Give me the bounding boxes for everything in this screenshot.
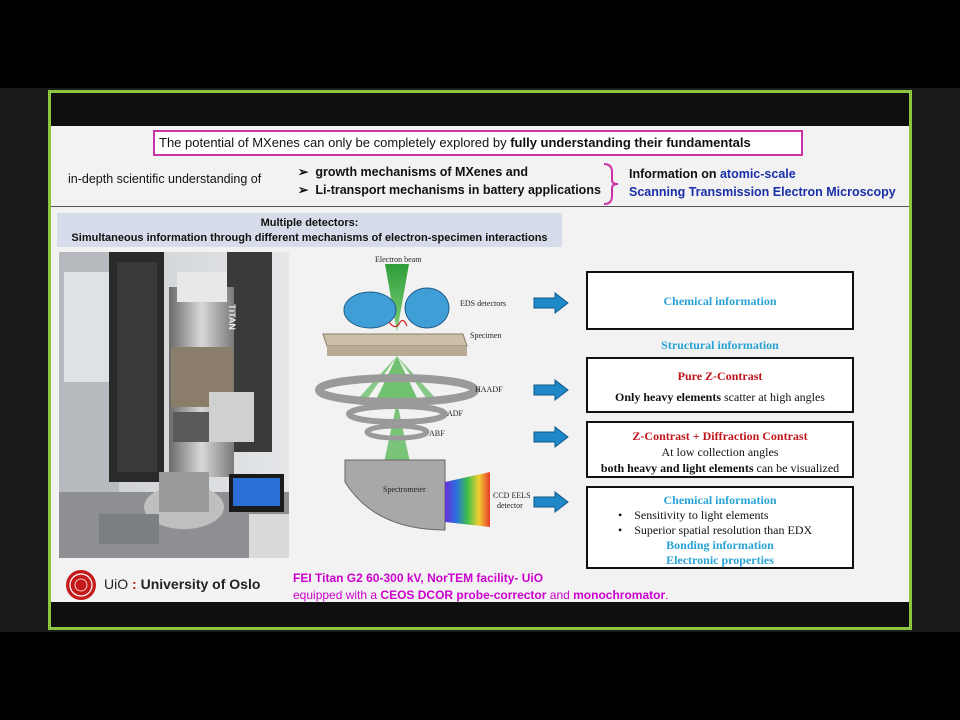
arrow-bullet-icon: ➢ xyxy=(298,183,316,197)
z-contrast-rest: scatter at high angles xyxy=(721,390,825,404)
structural-info-title: Structural information xyxy=(661,338,779,352)
spectrometer xyxy=(344,459,446,531)
arrow-right-icon xyxy=(533,292,569,314)
curly-brace-icon xyxy=(603,163,619,205)
eels-chem-title: Chemical information xyxy=(663,493,777,507)
detectors-title: Multiple detectors: xyxy=(260,217,359,229)
electron-beam xyxy=(385,264,409,332)
info-line: Information on atomic-scale xyxy=(629,167,796,181)
label-eds: EDS detectors xyxy=(460,299,506,308)
z-contrast-box: Pure Z-Contrast Only heavy elements scat… xyxy=(586,357,854,413)
label-spectrometer: Spectrometer xyxy=(383,485,426,494)
instrument-label: TITAN xyxy=(226,304,237,330)
facility-line: FEI Titan G2 60-300 kV, NorTEM facility-… xyxy=(293,571,544,585)
z-contrast-title: Pure Z-Contrast xyxy=(677,369,763,383)
microscope-photo: TITAN xyxy=(59,252,289,558)
z-contrast-bold: Only heavy elements xyxy=(615,390,722,404)
uio-short: UiO xyxy=(104,576,129,592)
chemical-info-title: Chemical information xyxy=(663,294,777,308)
headline-box: The potential of MXenes can only be comp… xyxy=(153,130,803,156)
eels-info-box: Chemical information • Sensitivity to li… xyxy=(586,486,854,569)
specimen xyxy=(322,333,468,347)
equip-part-4: monochromator xyxy=(573,588,666,602)
bullet-li: ➢ Li-transport mechanisms in battery app… xyxy=(298,182,601,197)
info-prefix: Information on xyxy=(629,167,720,181)
eels-item: • Superior spatial resolution than EDX xyxy=(588,523,852,538)
equipment-line: equipped with a CEOS DCOR probe-correcto… xyxy=(293,588,669,602)
eels-spectrum xyxy=(445,472,490,527)
label-ccd-1: CCD EELS xyxy=(493,491,531,500)
detectors-subtitle: Simultaneous information through differe… xyxy=(71,232,548,244)
bullet-growth-text: growth mechanisms of MXenes and xyxy=(315,165,528,179)
colon-mark: : xyxy=(128,576,141,592)
z-diffraction-title: Z-Contrast + Diffraction Contrast xyxy=(632,429,808,443)
section-divider xyxy=(51,206,909,207)
equip-part-5: . xyxy=(665,588,669,602)
eds-detector-left xyxy=(343,291,397,329)
z-diffraction-line1: At low collection angles xyxy=(661,445,779,459)
arrow-right-icon xyxy=(533,379,569,401)
equip-part-2: CEOS DCOR probe-corrector xyxy=(380,588,547,602)
equip-part-3: and xyxy=(546,588,574,602)
z-diffraction-bold: both heavy and light elements xyxy=(600,461,754,475)
bullet-growth: ➢ growth mechanisms of MXenes and xyxy=(298,164,528,179)
technique-name: Scanning Transmission Electron Microscop… xyxy=(629,185,896,199)
info-accent: atomic-scale xyxy=(719,167,796,181)
university-name: University of Oslo xyxy=(140,576,261,592)
arrow-bullet-icon: ➢ xyxy=(298,165,316,179)
label-ccd-2: detector xyxy=(497,501,523,510)
bullet-dot-icon: • xyxy=(618,508,635,522)
label-specimen: Specimen xyxy=(470,331,502,340)
eds-detector-right xyxy=(404,287,450,329)
label-beam: Electron beam xyxy=(375,255,422,264)
electronic-properties-title: Electronic properties xyxy=(666,553,774,567)
stem-schematic: Electron beam EDS detectors Specimen HAA… xyxy=(315,255,531,531)
z-diffraction-rest: can be visualized xyxy=(753,461,840,475)
label-abf: ABF xyxy=(429,429,445,438)
eels-item: • Sensitivity to light elements xyxy=(588,508,852,523)
headline-plain: The potential of MXenes can only be comp… xyxy=(159,135,511,150)
uio-seal-logo xyxy=(66,570,96,600)
understanding-lead: in-depth scientific understanding of xyxy=(68,172,262,186)
adf-ring xyxy=(346,403,448,425)
headline-bold: fully understanding their fundamentals xyxy=(510,135,751,150)
chemical-info-box: Chemical information xyxy=(586,271,854,330)
equip-part-1: equipped with a xyxy=(293,588,381,602)
arrow-right-icon xyxy=(533,491,569,513)
bullet-li-text: Li-transport mechanisms in battery appli… xyxy=(315,183,601,197)
bonding-info-title: Bonding information xyxy=(666,538,774,552)
eels-item-text: Superior spatial resolution than EDX xyxy=(634,523,813,537)
detectors-box: Multiple detectors: Simultaneous informa… xyxy=(57,213,562,247)
abf-ring xyxy=(364,423,430,441)
label-adf: ADF xyxy=(447,409,464,418)
z-diffraction-box: Z-Contrast + Diffraction Contrast At low… xyxy=(586,421,854,478)
university-logo-text: UiO : University of Oslo xyxy=(104,576,260,592)
arrow-right-icon xyxy=(533,426,569,448)
label-haadf: HAADF xyxy=(475,385,503,394)
eels-item-text: Sensitivity to light elements xyxy=(634,508,769,522)
haadf-ring xyxy=(315,374,479,406)
bullet-dot-icon: • xyxy=(618,523,635,537)
